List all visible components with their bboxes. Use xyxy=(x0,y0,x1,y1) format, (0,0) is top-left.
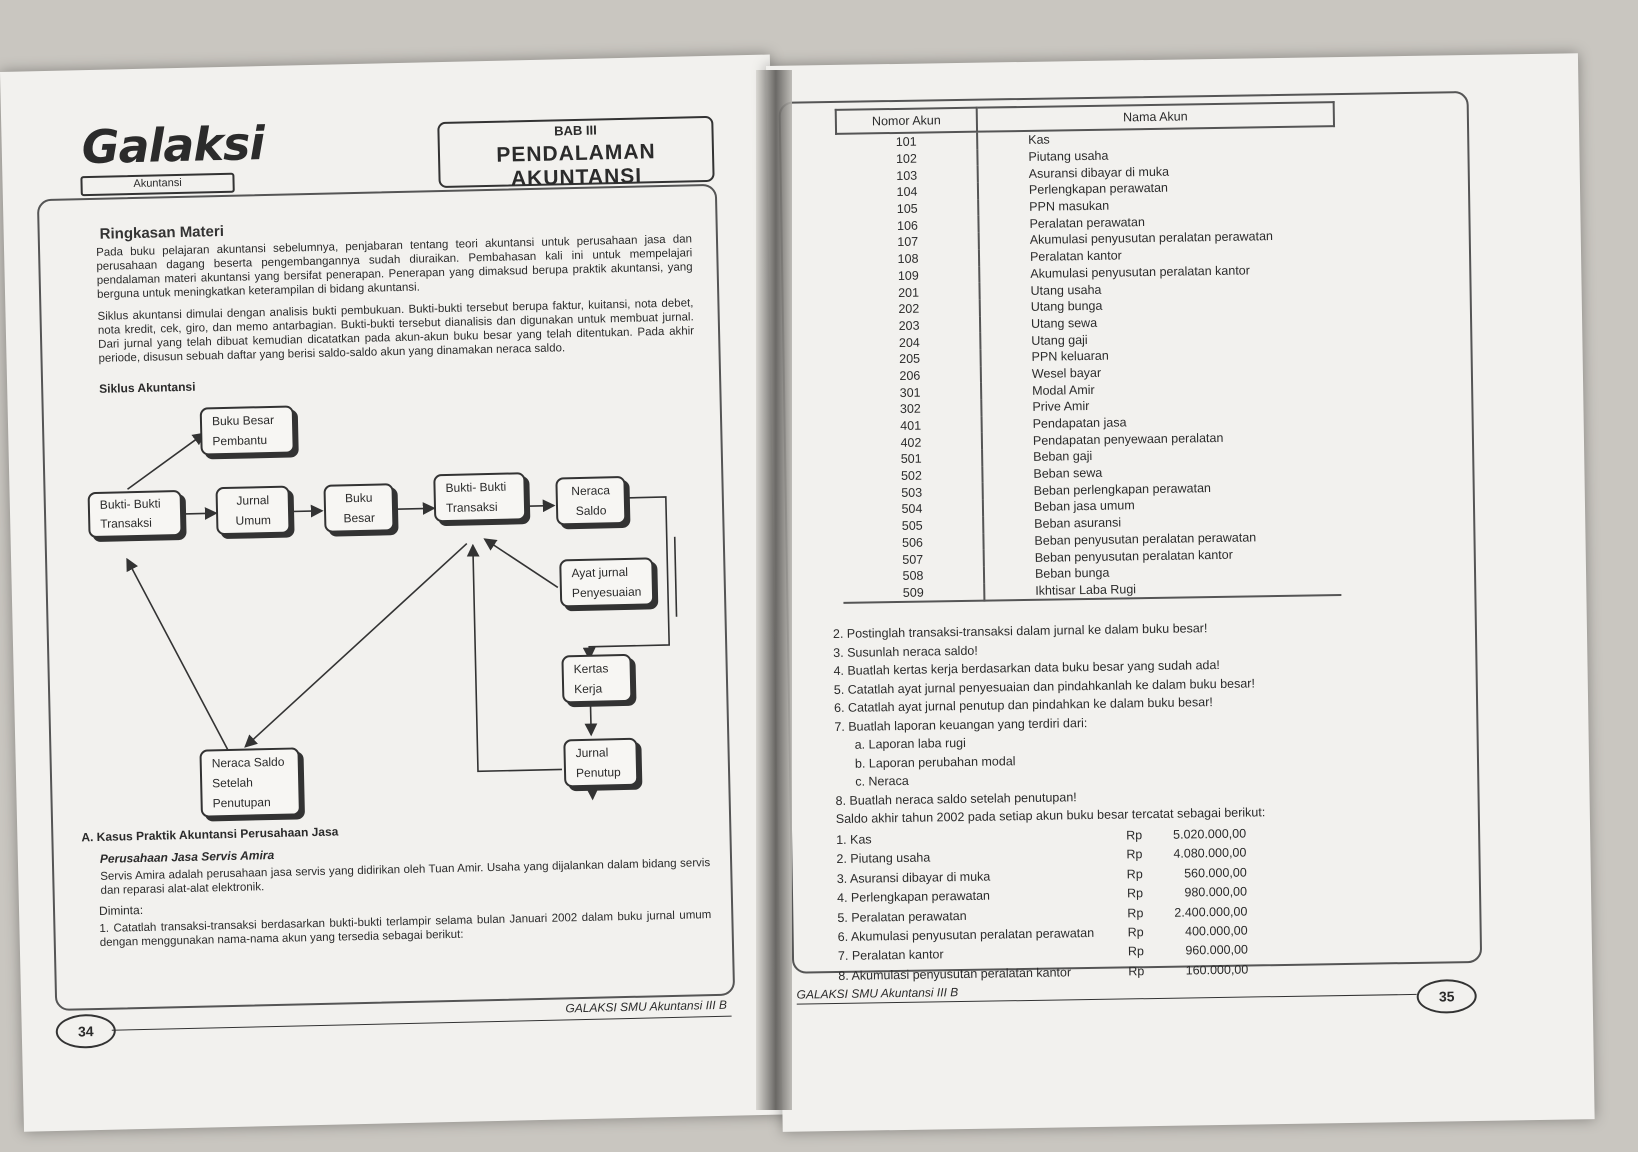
task-list: 2. Postinglah transaksi-transaksi dalam … xyxy=(833,618,1266,828)
book-gutter xyxy=(756,70,792,1110)
saldo-amount: 160.000,00 xyxy=(1185,962,1249,978)
saldo-amount: 5.020.000,00 xyxy=(1173,826,1247,842)
diminta-label: Diminta: xyxy=(98,902,144,918)
saldo-amount: 980.000,00 xyxy=(1184,884,1248,900)
saldo-amount: 400.000,00 xyxy=(1184,923,1248,939)
saldo-currency: Rp xyxy=(1126,866,1143,882)
node-buku-besar-pembantu: Buku Besar Pembantu xyxy=(199,405,295,456)
saldo-amount: 2.400.000,00 xyxy=(1174,904,1248,920)
node-buku-besar: Buku Besar xyxy=(323,483,395,533)
left-page: Galaksi Akuntansi BAB III PENDALAMAN AKU… xyxy=(0,54,794,1132)
saldo-currency: Rp xyxy=(1128,964,1145,979)
saldo-amount: 4.080.000,00 xyxy=(1173,845,1247,862)
saldo-currency: Rp xyxy=(1126,886,1144,901)
saldo-amount: 960.000,00 xyxy=(1185,942,1249,958)
saldo-currency: Rp xyxy=(1126,847,1143,862)
node-bukti-transaksi: Bukti- Bukti Transaksi xyxy=(87,489,183,539)
saldo-amount: 560.000,00 xyxy=(1184,865,1247,881)
col-header-nomor: Nomor Akun xyxy=(835,107,978,134)
saldo-currency: Rp xyxy=(1127,925,1144,940)
account-number: 101 xyxy=(836,131,978,152)
node-jurnal-penutup: Jurnal Penutup xyxy=(563,737,639,788)
cycle-arrows xyxy=(126,432,678,801)
saldo-currency: Rp xyxy=(1127,944,1145,959)
node-neraca-saldo-setelah-penutupan: Neraca Saldo Setelah Penutupan xyxy=(199,747,301,818)
node-bukti-transaksi-2: Bukti- Bukti Transaksi xyxy=(433,472,527,523)
saldo-currency: Rp xyxy=(1126,828,1143,843)
node-ayat-jurnal-penyesuaian: Ayat jurnal Penyesuaian xyxy=(559,557,655,608)
account-number: 509 xyxy=(843,583,985,604)
right-footer: GALAKSI SMU Akuntansi III B xyxy=(796,985,959,1002)
saldo-account: 8. Akumulasi penyusutan peralatan kantor xyxy=(838,965,1072,983)
page-number-right: 35 xyxy=(1416,978,1477,1014)
saldo-currency: Rp xyxy=(1127,905,1144,921)
node-neraca-saldo: Neraca Saldo xyxy=(555,475,627,526)
node-jurnal-umum: Jurnal Umum xyxy=(215,485,291,536)
node-kertas-kerja: Kertas Kerja xyxy=(561,653,633,704)
